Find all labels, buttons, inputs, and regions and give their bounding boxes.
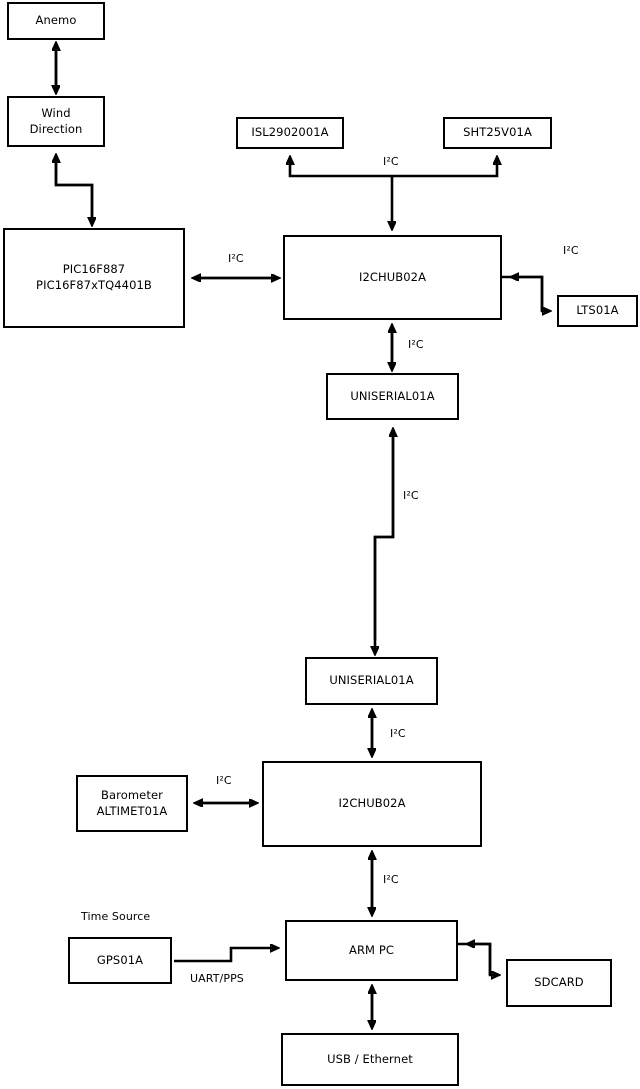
- edge-label-i2c-hub2-arm: I²C: [383, 873, 399, 886]
- block-wind-direction[interactable]: Wind Direction: [7, 96, 105, 147]
- connector-armpc-sdcard: [458, 944, 498, 975]
- block-isl2902001a[interactable]: ISL2902001A: [236, 117, 344, 149]
- block-uniserial01a-top[interactable]: UNISERIAL01A: [326, 373, 459, 420]
- connector-hubtop-lts: [502, 277, 549, 311]
- block-barometer-altimet01a[interactable]: Barometer ALTIMET01A: [76, 775, 188, 832]
- block-sdcard[interactable]: SDCARD: [506, 959, 612, 1007]
- block-anemo[interactable]: Anemo: [7, 2, 105, 40]
- edge-label-i2c-hub-lts: I²C: [563, 244, 579, 257]
- block-pic-mcu[interactable]: PIC16F887 PIC16F87xTQ4401B: [3, 228, 185, 328]
- edge-label-i2c-uniserial-link: I²C: [403, 489, 419, 502]
- block-gps01a[interactable]: GPS01A: [68, 937, 172, 984]
- label-time-source: Time Source: [81, 910, 151, 923]
- edge-label-uart-pps: UART/PPS: [190, 972, 244, 985]
- block-usb-ethernet[interactable]: USB / Ethernet: [281, 1033, 459, 1086]
- block-sht25v01a[interactable]: SHT25V01A: [443, 117, 552, 149]
- connector-hubtop-sensors: [290, 158, 497, 228]
- block-uniserial01a-bottom[interactable]: UNISERIAL01A: [305, 657, 438, 705]
- edge-label-i2c-hub-uniserial: I²C: [408, 338, 424, 351]
- connector-wind-pic: [56, 156, 92, 224]
- edge-label-i2c-barometer: I²C: [216, 774, 232, 787]
- edge-label-i2c-hub-sensors: I²C: [383, 155, 399, 168]
- edge-label-i2c-uniserial-hub2: I²C: [390, 727, 406, 740]
- block-i2chub02a-bottom[interactable]: I2CHUB02A: [262, 761, 482, 847]
- edge-label-i2c-pic-hub: I²C: [228, 252, 244, 265]
- block-i2chub02a-top[interactable]: I2CHUB02A: [283, 235, 502, 320]
- connector-uniserial-link: [375, 430, 393, 653]
- connector-gps-armpc: [174, 948, 277, 963]
- block-arm-pc[interactable]: ARM PC: [285, 920, 458, 981]
- block-lts01a[interactable]: LTS01A: [557, 295, 638, 327]
